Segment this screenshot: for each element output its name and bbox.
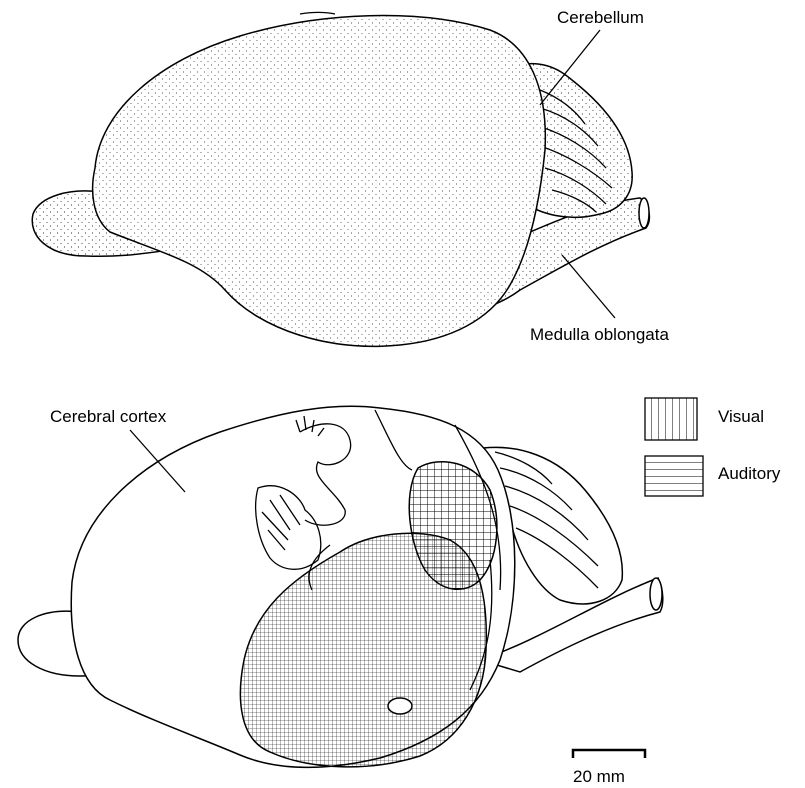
scale-bar-label: 20 mm xyxy=(573,767,625,786)
legend-visual-swatch xyxy=(645,398,697,440)
bottom-brain-map xyxy=(18,406,663,767)
label-cerebellum: Cerebellum xyxy=(557,8,644,27)
medulla-leader-line xyxy=(562,255,615,318)
cerebral-hemisphere-shape xyxy=(93,13,546,347)
scale-bar: 20 mm xyxy=(573,750,645,786)
legend-auditory-label: Auditory xyxy=(718,464,781,483)
label-medulla-oblongata: Medulla oblongata xyxy=(530,325,669,344)
legend-visual-label: Visual xyxy=(718,407,764,426)
label-cerebral-cortex: Cerebral cortex xyxy=(50,407,167,426)
legend-auditory-swatch xyxy=(645,456,703,496)
small-white-spot xyxy=(388,698,412,714)
top-brain-illustration xyxy=(32,13,649,347)
legend: Visual Auditory xyxy=(645,398,781,496)
